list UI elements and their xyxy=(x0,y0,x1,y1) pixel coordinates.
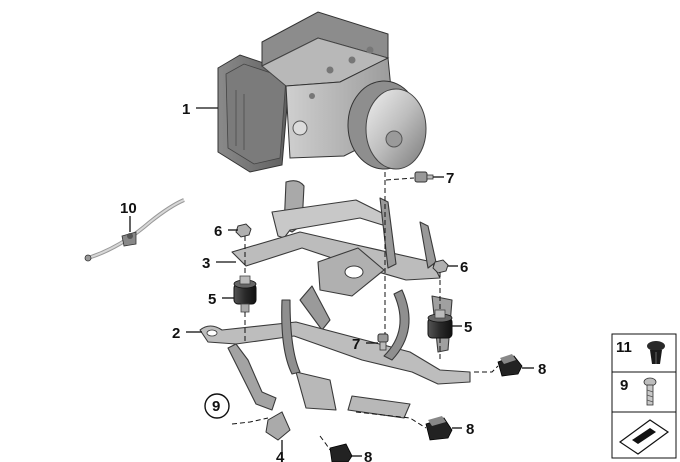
callout-9: 9 xyxy=(212,398,220,415)
nut-right xyxy=(432,259,449,274)
clip-bottom xyxy=(329,443,353,462)
clip-middle xyxy=(425,416,453,441)
arrow-icon xyxy=(618,419,670,455)
callout-10: 10 xyxy=(120,200,137,217)
callout-8-bottom: 8 xyxy=(364,449,372,462)
abs-hydraulic-unit xyxy=(217,11,427,173)
callout-1: 1 xyxy=(182,101,190,118)
callout-8-upper: 8 xyxy=(538,361,546,378)
clip-upper-right xyxy=(497,354,523,377)
nut-left xyxy=(235,223,252,238)
mounting-bracket xyxy=(199,180,471,419)
legend-9-label: 9 xyxy=(620,377,628,394)
rivet-icon xyxy=(647,341,665,364)
legend-11-label: 11 xyxy=(616,339,632,356)
callouts: 1 2 3 4 5 5 6 6 7 7 8 8 8 9 10 xyxy=(120,101,546,462)
cable-tie xyxy=(84,198,185,262)
callout-2: 2 xyxy=(172,325,180,342)
callout-5-right: 5 xyxy=(464,319,472,336)
callout-8-middle: 8 xyxy=(466,421,474,438)
callout-6-right: 6 xyxy=(460,259,468,276)
callout-5-left: 5 xyxy=(208,291,216,308)
leader-lines xyxy=(129,107,534,457)
callout-3: 3 xyxy=(202,255,210,272)
callout-4: 4 xyxy=(276,449,285,462)
bolt-lower xyxy=(377,333,389,351)
assembly-dash-lines xyxy=(231,172,499,451)
callout-7-lower: 7 xyxy=(352,336,360,353)
callout-7-upper: 7 xyxy=(446,170,454,187)
bolt-upper xyxy=(414,171,434,183)
legend-box: 11 9 xyxy=(611,333,677,459)
screw-icon xyxy=(643,377,657,406)
rubber-mount-left xyxy=(233,275,257,313)
small-clip xyxy=(265,411,291,441)
callout-9-circle xyxy=(204,393,230,419)
callout-6-left: 6 xyxy=(214,223,222,240)
